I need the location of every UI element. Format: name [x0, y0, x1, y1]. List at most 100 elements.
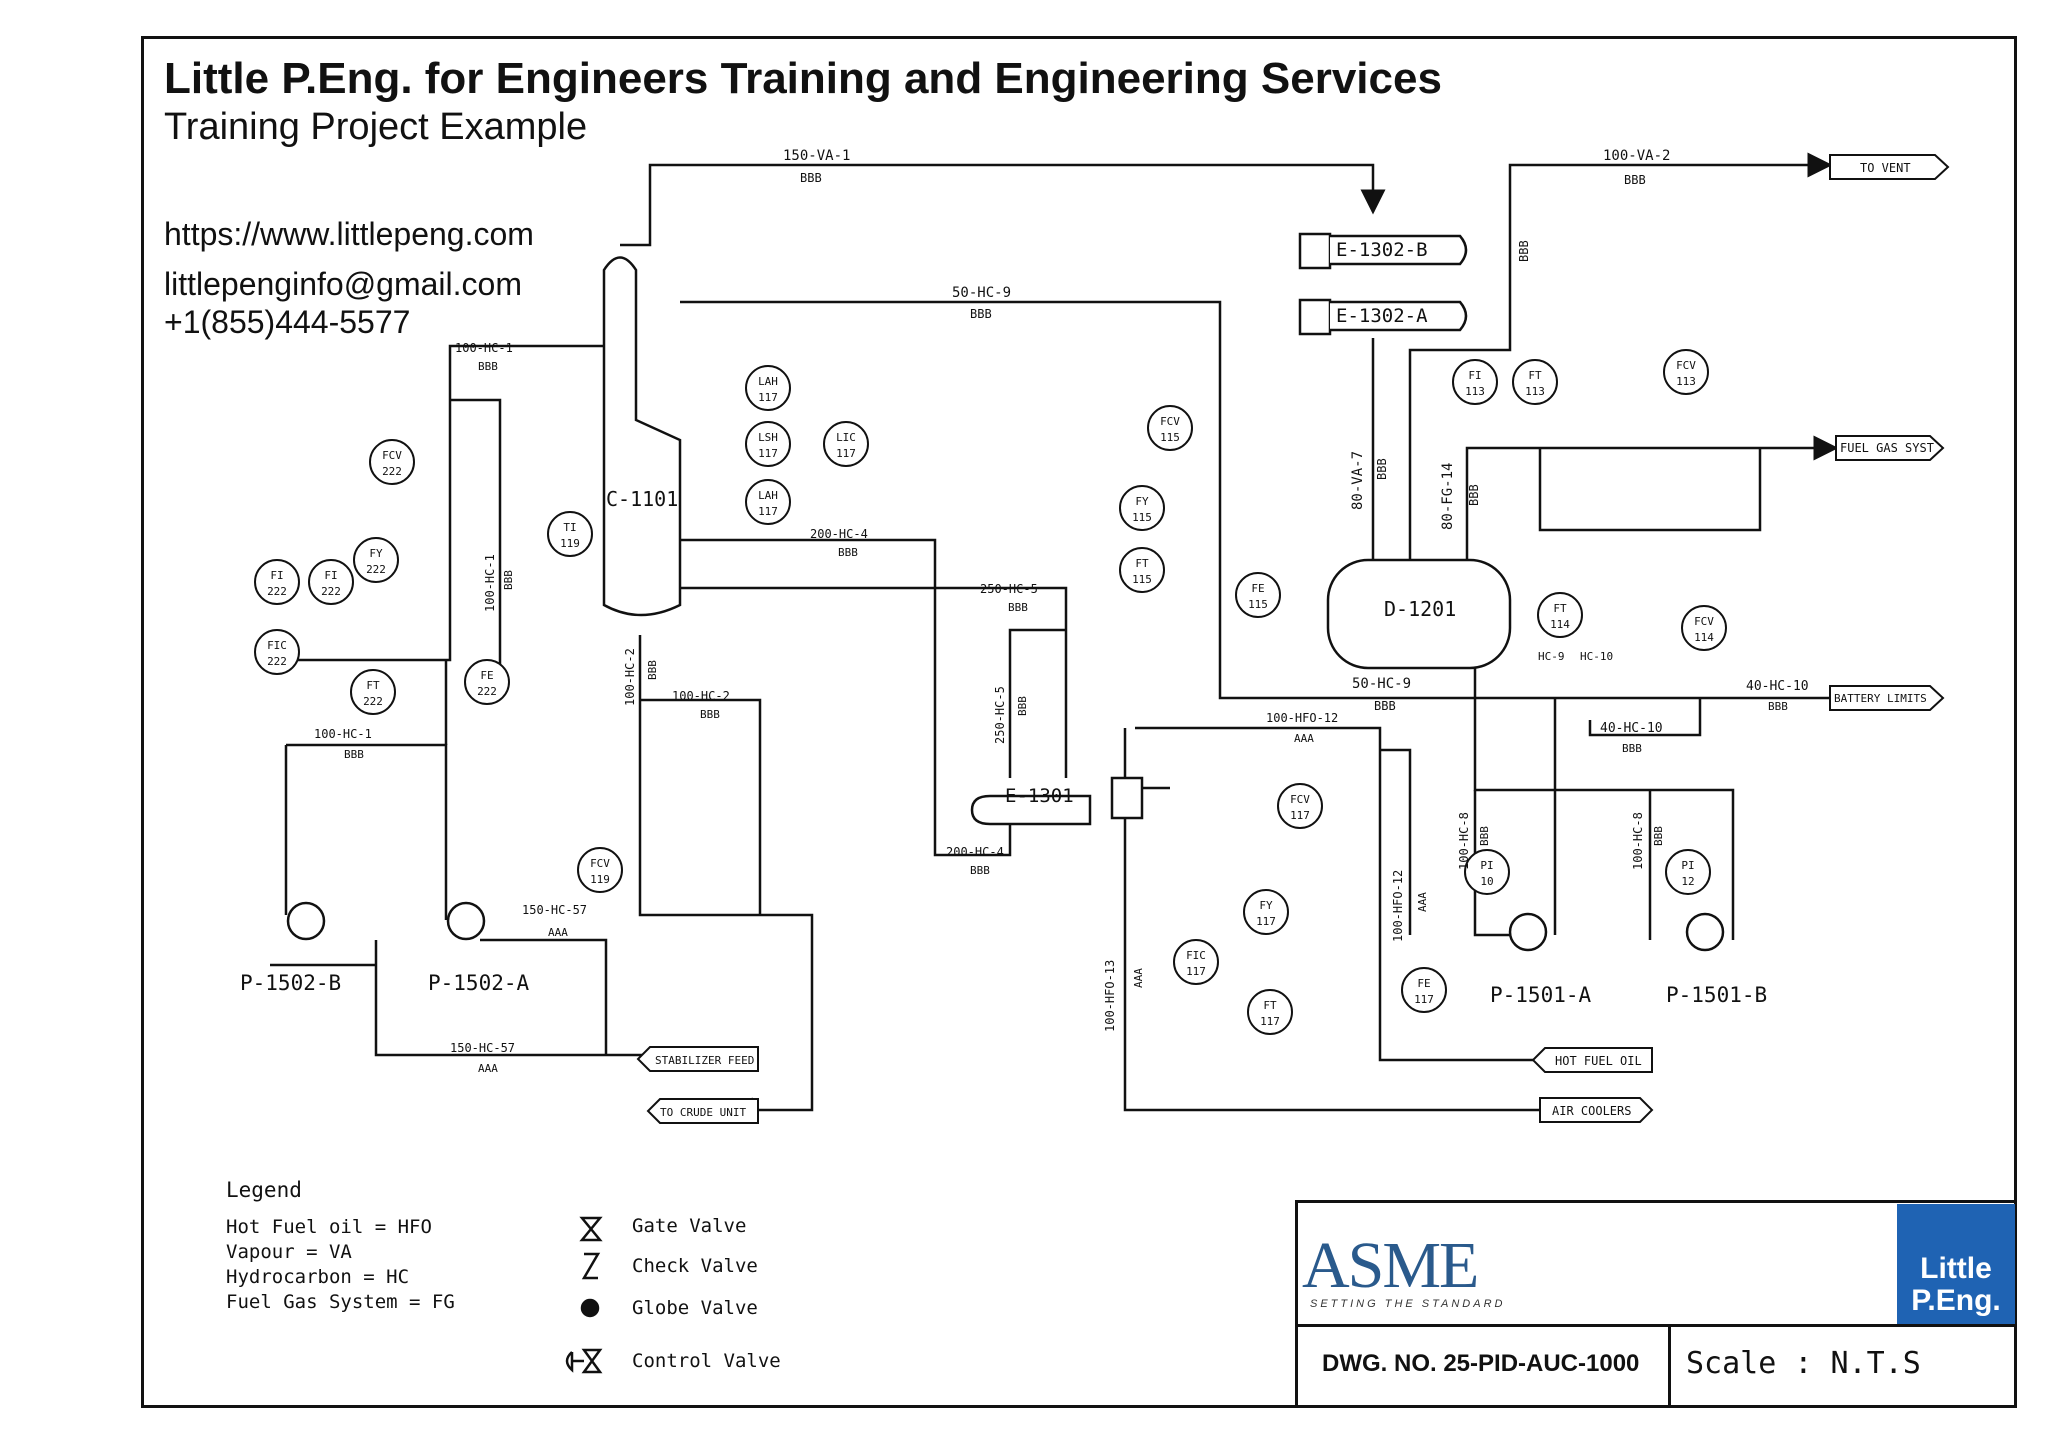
drawing-number: DWG. NO. 25-PID-AUC-1000 [1322, 1350, 1640, 1377]
pumps [286, 901, 1725, 952]
exchanger-e1301: E-1301 [970, 776, 1144, 826]
globe-valve-icon [580, 1298, 600, 1318]
email-link[interactable]: littlepenginfo@gmail.com [164, 266, 522, 302]
svg-text:200-HC-4: 200-HC-4 [946, 845, 1004, 859]
instrument-tag: FT [1263, 999, 1277, 1012]
svg-text:80-FG-14: 80-FG-14 [1440, 463, 1456, 530]
svg-text:100-HC-1: 100-HC-1 [455, 341, 513, 355]
instrument-number: 119 [590, 873, 610, 886]
asme-tagline: SETTING THE STANDARD [1310, 1298, 1506, 1310]
instrument-number: 119 [560, 537, 580, 550]
instrument-bubble [1119, 485, 1165, 531]
legend-symbol-label: Globe Valve [632, 1297, 758, 1319]
instrument-number: 222 [382, 465, 402, 478]
svg-text:AAA: AAA [1294, 732, 1314, 745]
svg-text:BBB: BBB [502, 570, 515, 590]
svg-text:100-HFO-13: 100-HFO-13 [1103, 960, 1117, 1032]
instrument-bubble [1512, 359, 1558, 405]
instrument-number: 117 [836, 447, 856, 460]
instrument-bubble [1235, 572, 1281, 618]
svg-text:BBB: BBB [478, 360, 498, 373]
asme-logo: ASME [1302, 1229, 1479, 1302]
instrument-tag: FCV [1694, 615, 1714, 628]
svg-text:BBB: BBB [1624, 173, 1646, 187]
svg-text:BBB: BBB [970, 864, 990, 877]
svg-text:100-HFO-12: 100-HFO-12 [1266, 711, 1338, 725]
svg-text:P-1501-A: P-1501-A [1490, 983, 1592, 1007]
svg-text:BBB: BBB [970, 307, 992, 321]
instrument-tag: FCV [1290, 793, 1310, 806]
instrument-bubble [1663, 349, 1709, 395]
page-subtitle: Training Project Example [164, 106, 588, 148]
svg-text:TO CRUDE UNIT: TO CRUDE UNIT [660, 1106, 746, 1119]
instrument-bubble [1243, 889, 1289, 935]
svg-text:STABILIZER FEED: STABILIZER FEED [655, 1054, 754, 1067]
svg-text:BBB: BBB [344, 748, 364, 761]
instrument-number: 222 [363, 695, 383, 708]
legend-title: Legend [226, 1178, 302, 1202]
logo-line1: Little [1920, 1252, 1992, 1285]
instrument-tag: LIC [836, 431, 856, 444]
instrument-bubble [369, 439, 415, 485]
instrument-bubble [254, 559, 300, 605]
svg-text:BBB: BBB [1517, 240, 1531, 262]
svg-text:AAA: AAA [478, 1062, 498, 1075]
instrument-tag: FT [366, 679, 380, 692]
svg-text:100-VA-2: 100-VA-2 [1603, 148, 1670, 164]
svg-text:AAA: AAA [1416, 892, 1429, 912]
svg-text:200-HC-4: 200-HC-4 [810, 527, 868, 541]
instrument-bubble [1537, 592, 1583, 638]
svg-text:HC-10: HC-10 [1580, 650, 1613, 663]
drawing-frame [141, 36, 2017, 1408]
instrument-bubbles: LAH117LSH117LAH117LIC117TI119FCV119FCV22… [254, 349, 1727, 1035]
instrument-bubble [1119, 547, 1165, 593]
svg-text:50-HC-9: 50-HC-9 [1352, 676, 1411, 692]
vertical-line-labels: 80-VA-7 BBB 80-FG-14 BBB BBB 100-HC-1 BB… [483, 240, 1665, 1032]
svg-text:HOT FUEL OIL: HOT FUEL OIL [1555, 1054, 1642, 1068]
svg-text:D-1201: D-1201 [1384, 597, 1456, 621]
process-lines [270, 152, 1840, 1123]
check-valve-icon [581, 1252, 601, 1280]
instrument-number: 222 [477, 685, 497, 698]
instrument-tag: TI [563, 521, 576, 534]
svg-text:BBB: BBB [1622, 742, 1642, 755]
instrument-number: 117 [1260, 1015, 1280, 1028]
instrument-number: 222 [267, 655, 287, 668]
instrument-bubble [1464, 849, 1510, 895]
exchanger-e1302: E-1302-B E-1302-A [1298, 232, 1468, 336]
instrument-bubble [1277, 783, 1323, 829]
instrument-tag: FI [1468, 369, 1481, 382]
svg-text:TO VENT: TO VENT [1860, 161, 1911, 175]
instrument-number: 222 [366, 563, 386, 576]
instrument-tag: FY [1135, 495, 1149, 508]
instrument-bubble [745, 479, 791, 525]
instrument-bubble [1247, 989, 1293, 1035]
svg-text:E-1301: E-1301 [1005, 785, 1074, 807]
svg-text:P-1502-B: P-1502-B [240, 971, 341, 995]
instrument-tag: LAH [758, 489, 778, 502]
instrument-tag: FT [1135, 557, 1149, 570]
instrument-tag: FCV [590, 857, 610, 870]
instrument-bubble [353, 537, 399, 583]
instrument-bubble [1173, 939, 1219, 985]
svg-text:80-VA-7: 80-VA-7 [1350, 451, 1366, 510]
instrument-tag: FIC [267, 639, 287, 652]
instrument-number: 115 [1248, 598, 1268, 611]
instrument-number: 114 [1694, 631, 1714, 644]
website-link[interactable]: https://www.littlepeng.com [164, 216, 534, 252]
instrument-tag: FT [1553, 602, 1567, 615]
instrument-tag: FE [480, 669, 493, 682]
instrument-tag: FY [369, 547, 383, 560]
column-c1101: C-1101 [602, 256, 682, 617]
instrument-tag: PI [1681, 859, 1694, 872]
instrument-number: 113 [1465, 385, 1485, 398]
legend-symbol-label: Check Valve [632, 1255, 758, 1277]
svg-text:HC-9: HC-9 [1538, 650, 1565, 663]
little-peng-logo [1897, 1204, 2015, 1324]
legend-item: Hot Fuel oil = HFO [226, 1216, 432, 1238]
instrument-tag: PI [1480, 859, 1493, 872]
instrument-bubble [1681, 605, 1727, 651]
svg-text:50-HC-9: 50-HC-9 [952, 285, 1011, 301]
instrument-bubble [577, 847, 623, 893]
